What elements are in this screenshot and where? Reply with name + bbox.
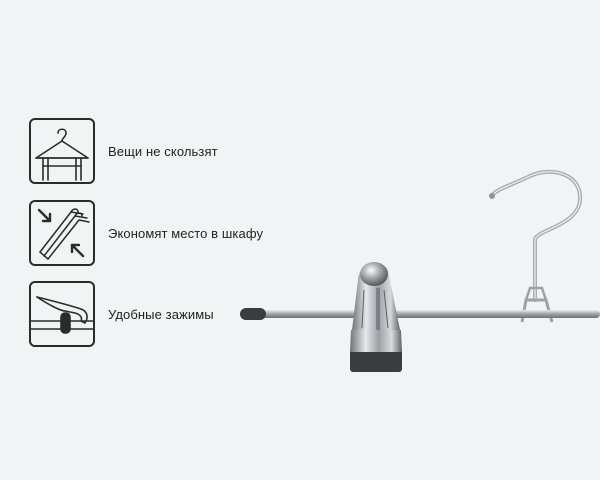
feature-space-saving: Экономят место в шкафу [29, 200, 263, 266]
feature-label: Вещи не скользят [108, 143, 218, 159]
hanger-clip [350, 262, 402, 372]
hanger-icon [29, 118, 95, 184]
feature-non-slip: Вещи не скользят [29, 118, 218, 184]
rubber-end-cap [240, 308, 266, 320]
hanger-hook [490, 169, 583, 302]
clip-icon [29, 281, 95, 347]
feature-label: Экономят место в шкафу [108, 225, 264, 241]
feature-clips: Удобные зажимы [29, 281, 214, 347]
hanger-bar [260, 310, 600, 318]
stacked-hangers-icon [29, 200, 95, 266]
feature-label: Удобные зажимы [108, 306, 214, 322]
hanger-product-image [240, 169, 600, 372]
